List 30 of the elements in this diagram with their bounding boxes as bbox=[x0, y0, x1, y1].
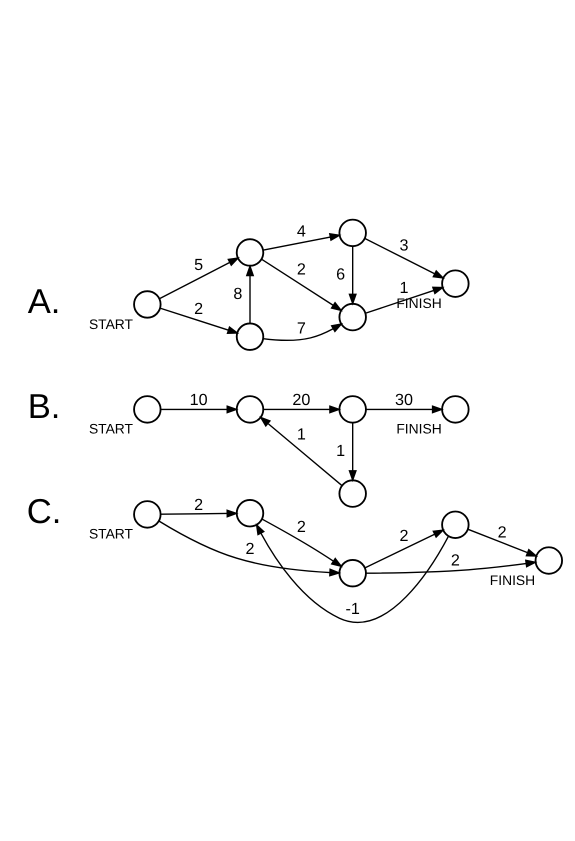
node-label: START bbox=[88, 420, 134, 436]
edge-label: -1 bbox=[346, 599, 360, 618]
edge-label: 2 bbox=[246, 539, 254, 558]
edge-label: 3 bbox=[400, 236, 409, 254]
edge-label: 7 bbox=[296, 318, 306, 337]
node-label: START bbox=[88, 315, 134, 332]
edge-label: 2 bbox=[194, 495, 204, 514]
label: B. bbox=[28, 388, 60, 426]
edge-label: 1 bbox=[296, 425, 306, 444]
node-label: FINISH bbox=[396, 294, 442, 310]
node-label: FINISH bbox=[396, 420, 442, 436]
node-label: FINISH bbox=[490, 571, 536, 588]
edge-label: 6 bbox=[336, 264, 346, 283]
edge-label: 2 bbox=[400, 526, 409, 545]
edge-label: 1 bbox=[400, 278, 409, 297]
edge-label: 5 bbox=[194, 256, 204, 274]
edge-label: 2 bbox=[450, 550, 460, 569]
edge-label: 2 bbox=[296, 260, 306, 278]
edge-label: 8 bbox=[233, 284, 242, 302]
edge-label: 10 bbox=[190, 390, 208, 409]
edge-label: 1 bbox=[336, 441, 346, 460]
edge-label: 30 bbox=[395, 390, 414, 409]
node-label: START bbox=[88, 525, 134, 542]
edge-label: 2 bbox=[194, 299, 204, 318]
edge-label: 2 bbox=[498, 523, 507, 542]
label: C. bbox=[26, 492, 62, 531]
edge-label: 4 bbox=[296, 222, 306, 240]
label: A. bbox=[28, 282, 60, 321]
edge-label: 20 bbox=[292, 390, 310, 409]
edge-label: 2 bbox=[296, 517, 306, 536]
